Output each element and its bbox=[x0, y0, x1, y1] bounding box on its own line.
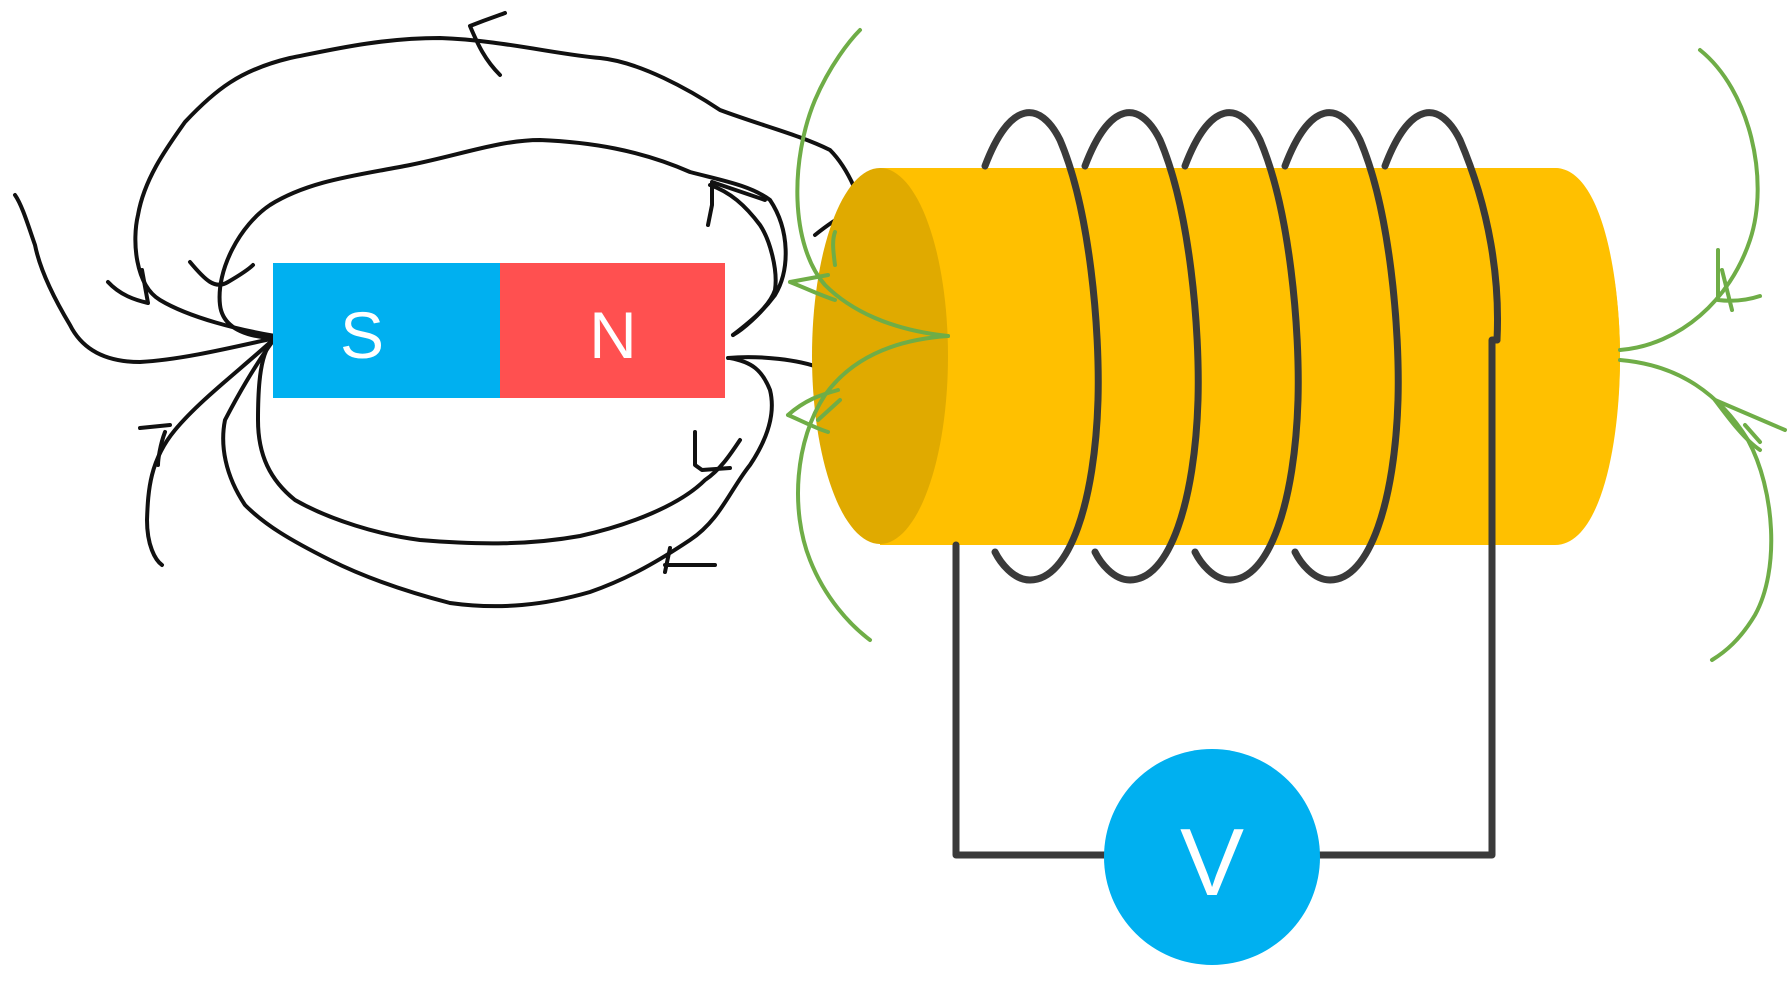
voltmeter-body bbox=[1104, 749, 1320, 965]
wire-right bbox=[1316, 336, 1501, 859]
induced-arrow-right-bottom bbox=[1713, 398, 1787, 452]
arrow-left-upper bbox=[106, 268, 150, 305]
arrow-top bbox=[468, 11, 507, 77]
field-line-bottom-1 bbox=[256, 336, 742, 546]
field-line-top-2 bbox=[217, 138, 788, 340]
field-line-left-2 bbox=[145, 336, 277, 567]
north-label: N bbox=[589, 298, 637, 372]
induced-line-left-top bbox=[795, 28, 950, 338]
field-line-right-2 bbox=[708, 183, 778, 337]
magnet-field-lines bbox=[13, 11, 905, 609]
induced-line-left-bottom bbox=[796, 334, 950, 642]
induced-field-lines bbox=[786, 28, 1787, 662]
coil-turn-5 bbox=[1381, 109, 1501, 344]
magnet-north-pole bbox=[500, 263, 725, 398]
solenoid-end-face bbox=[812, 168, 948, 544]
solenoid-far-end bbox=[1490, 168, 1620, 544]
south-label: S bbox=[340, 298, 384, 372]
coil-turn-1 bbox=[981, 109, 1102, 584]
induced-line-right-bottom bbox=[1618, 358, 1774, 662]
arrow-lower-right bbox=[693, 430, 732, 472]
field-line-bottom-2 bbox=[221, 336, 774, 609]
wire-left bbox=[952, 541, 1109, 859]
coil-turn-4 bbox=[1281, 109, 1402, 584]
induced-arrow-left-bottom bbox=[786, 388, 842, 434]
arrow-left-lower bbox=[138, 423, 172, 467]
induced-line-right-top bbox=[1618, 48, 1760, 352]
field-line-left-1 bbox=[13, 193, 277, 364]
solenoid-core bbox=[880, 168, 1620, 545]
magnet-south-pole bbox=[273, 263, 500, 398]
induced-arrow-right-top bbox=[1716, 248, 1762, 312]
voltmeter-label: V bbox=[1180, 809, 1244, 916]
circuit-wires bbox=[952, 336, 1501, 859]
arrow-bottom bbox=[663, 546, 717, 574]
arrow-left-mid bbox=[188, 260, 255, 287]
field-line-outer-top bbox=[133, 36, 877, 338]
bar-magnet: S N bbox=[273, 263, 725, 398]
coil-turn-3 bbox=[1181, 109, 1302, 584]
solenoid bbox=[812, 109, 1620, 584]
induced-arrow-left-top bbox=[788, 230, 837, 302]
solenoid-coil bbox=[981, 109, 1501, 584]
arrow-upper-right bbox=[706, 180, 767, 227]
voltmeter: V bbox=[1104, 749, 1320, 965]
coil-turn-2 bbox=[1081, 109, 1202, 584]
